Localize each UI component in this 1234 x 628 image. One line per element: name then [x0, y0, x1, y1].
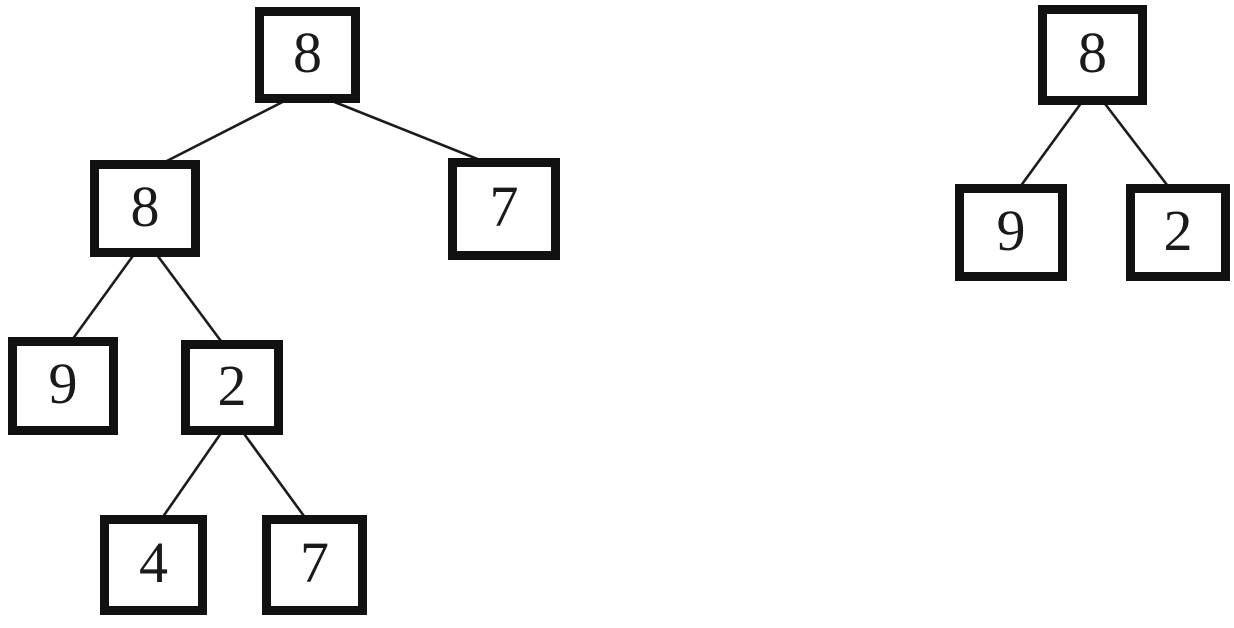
tree-edge	[162, 98, 287, 165]
node-value: 8	[293, 20, 322, 85]
tree-edge	[1018, 101, 1083, 188]
node-value: 2	[1163, 197, 1193, 263]
tree-node-left-tree-L-2: 2	[181, 340, 283, 435]
tree-edge	[161, 431, 223, 519]
tree-edge	[155, 253, 224, 344]
tree-node-left-tree-L-4: 4	[100, 515, 207, 615]
tree-node-left-tree-L-8: 8	[90, 160, 200, 257]
node-value: 4	[139, 530, 168, 595]
tree-node-left-tree-L-7b: 7	[262, 515, 367, 615]
tree-node-left-tree-L-root: 8	[255, 7, 360, 103]
tree-node-right-tree-R-9: 9	[955, 184, 1067, 281]
tree-edge	[70, 253, 136, 341]
tree-node-left-tree-L-9: 9	[8, 337, 118, 435]
tree-node-left-tree-L-7: 7	[448, 158, 560, 260]
node-value: 7	[489, 174, 519, 239]
tree-edge	[241, 431, 307, 519]
tree-edge	[1102, 101, 1170, 188]
node-value: 8	[130, 173, 160, 239]
node-value: 2	[217, 352, 247, 418]
node-value: 9	[48, 351, 78, 416]
node-value: 7	[300, 530, 329, 595]
tree-edge	[329, 98, 483, 163]
node-value: 8	[1078, 20, 1107, 85]
tree-node-right-tree-R-2: 2	[1126, 184, 1230, 281]
tree-node-right-tree-R-root: 8	[1038, 5, 1147, 105]
node-value: 9	[996, 197, 1026, 263]
